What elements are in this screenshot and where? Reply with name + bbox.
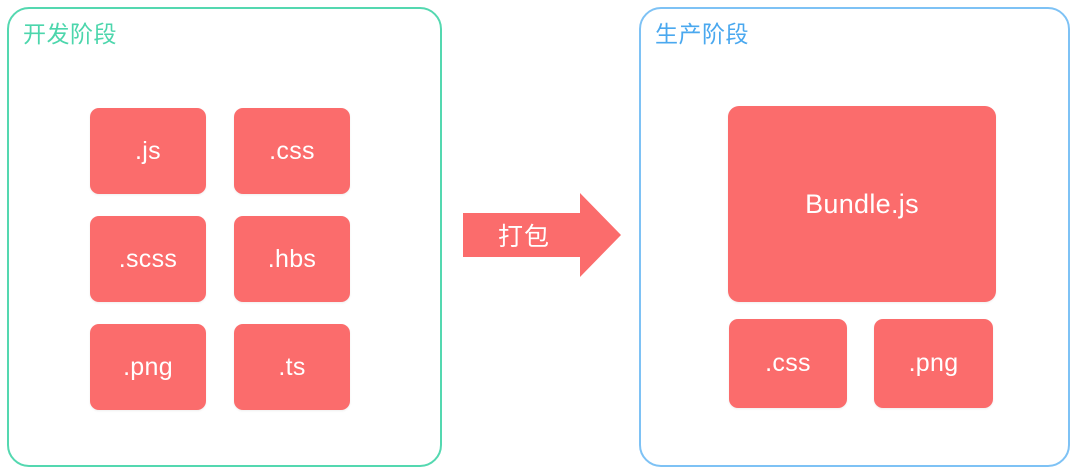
- file-tile-scss-label: .scss: [118, 244, 178, 273]
- arrow-right-icon: [463, 193, 621, 277]
- output-tile-png-label: .png: [908, 349, 959, 377]
- file-tile-ts: .ts: [234, 324, 350, 410]
- development-stage-label: 开发阶段: [23, 21, 117, 47]
- file-tile-js: .js: [90, 108, 206, 194]
- output-tile-bundle-js-label: Bundle.js: [805, 188, 919, 219]
- output-tile-css-label: .css: [765, 349, 811, 377]
- output-tile-png: .png: [874, 319, 993, 408]
- development-stage-container: 开发阶段: [7, 7, 442, 467]
- file-tile-css-label: .css: [269, 136, 315, 165]
- production-stage-container: 生产阶段: [639, 7, 1070, 467]
- file-tile-js-label: .js: [135, 136, 161, 165]
- file-tile-hbs: .hbs: [234, 216, 350, 302]
- file-tile-css: .css: [234, 108, 350, 194]
- file-tile-png: .png: [90, 324, 206, 410]
- file-tile-png-label: .png: [123, 352, 173, 381]
- production-stage-label: 生产阶段: [655, 21, 749, 47]
- file-tile-ts-label: .ts: [278, 352, 306, 381]
- file-tile-scss: .scss: [90, 216, 206, 302]
- bundling-arrow: 打包: [463, 193, 621, 277]
- output-tile-css: .css: [729, 319, 847, 408]
- output-tile-bundle-js: Bundle.js: [728, 106, 996, 302]
- file-tile-hbs-label: .hbs: [267, 244, 317, 273]
